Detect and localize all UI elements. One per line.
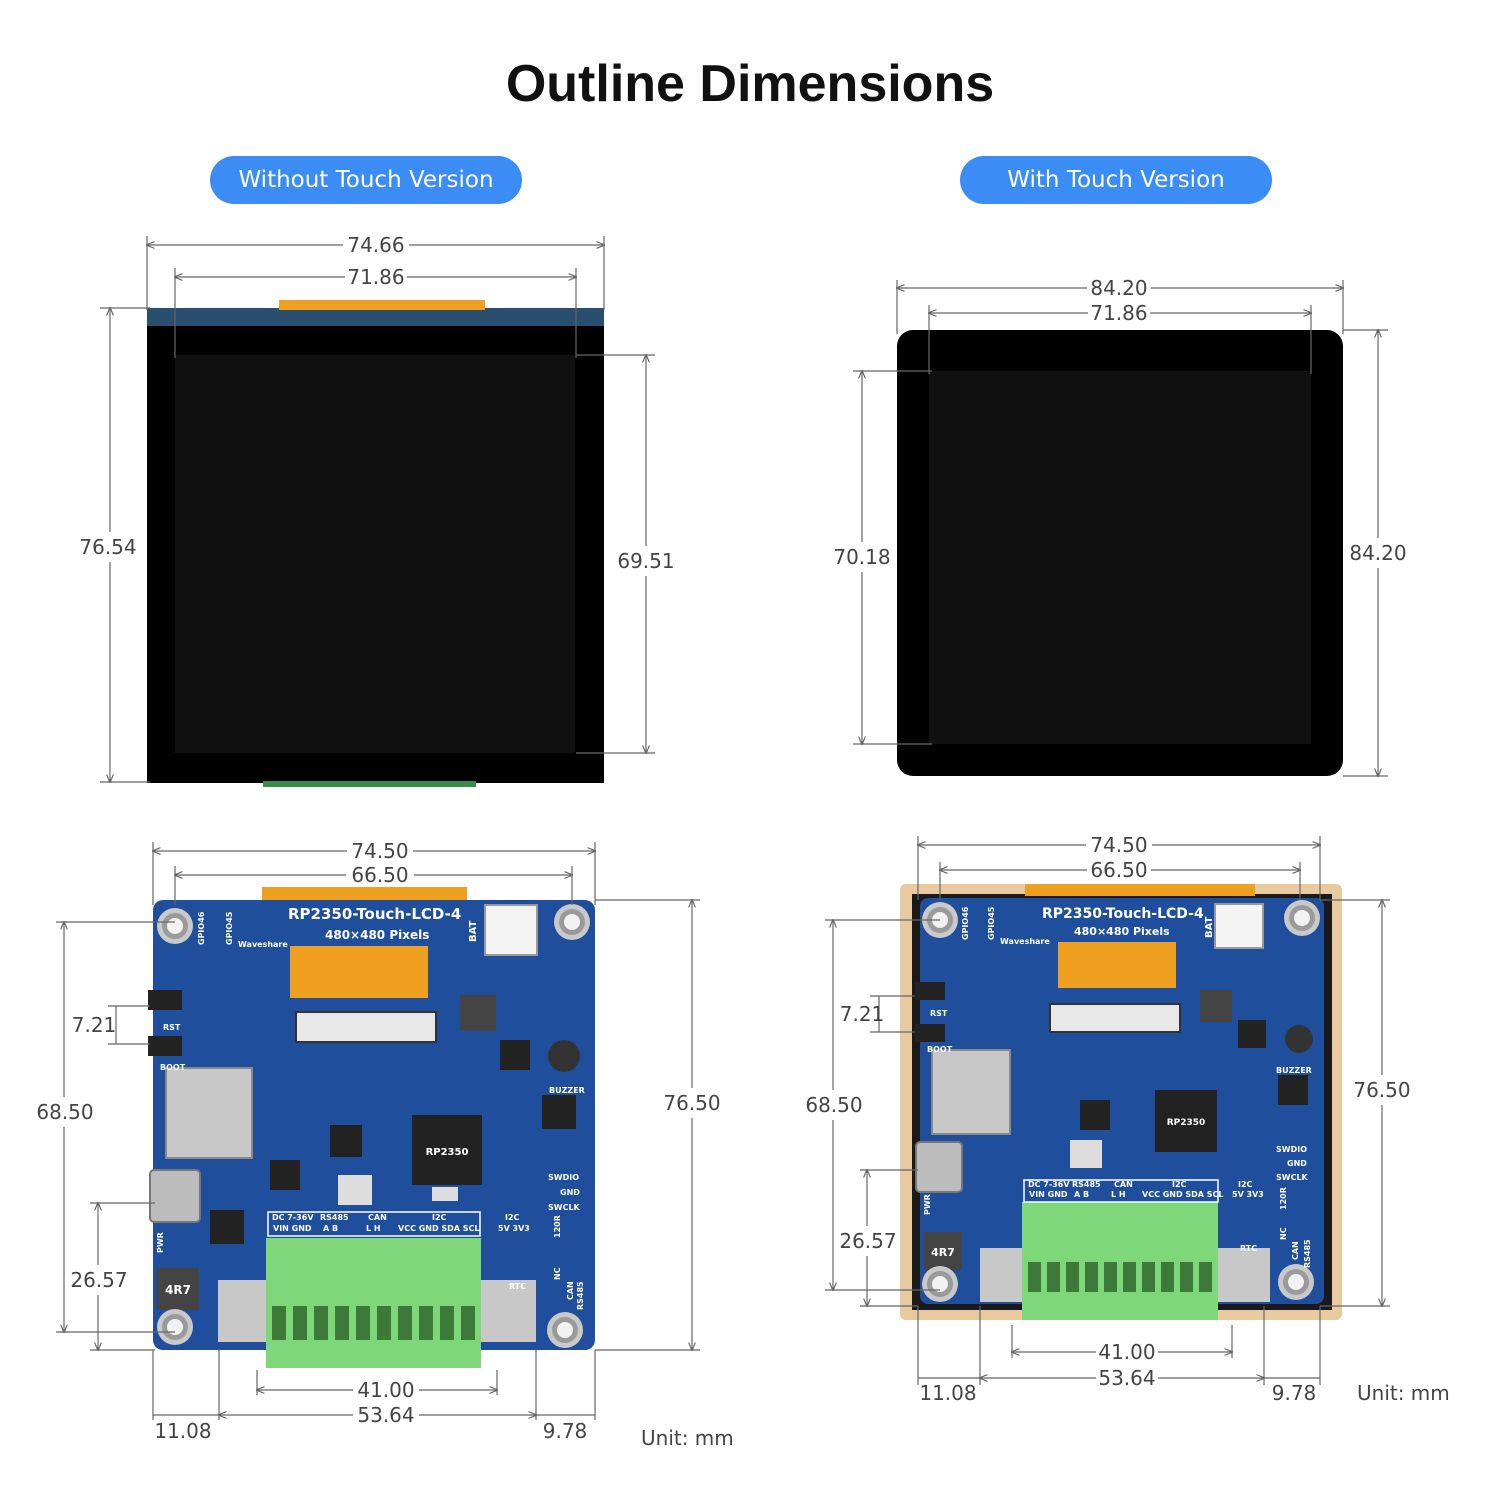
rtc-label: RTC xyxy=(509,1282,526,1291)
dim-buttons: 7.21 xyxy=(72,1013,117,1037)
dim-left-offset: 11.08 xyxy=(154,1419,211,1443)
lh-label: L H xyxy=(1111,1190,1126,1199)
chip-label: RP2350 xyxy=(1167,1118,1206,1128)
pcb-board-without-touch: 4R7 RP2350 RP2350 xyxy=(148,887,595,1368)
fpc-connector xyxy=(279,300,485,310)
dim-holes-width: 53.64 xyxy=(357,1403,414,1427)
gnd-label: GND xyxy=(560,1188,580,1197)
can-label: CAN xyxy=(1114,1180,1133,1189)
ab-label: A B xyxy=(323,1224,338,1233)
board-name: RP2350-Touch-LCD-4 xyxy=(288,905,461,923)
chip-label: RP2350 xyxy=(426,1147,469,1158)
dim-holes-height: 68.50 xyxy=(36,1100,93,1124)
dc-label: DC 7-36V xyxy=(272,1213,314,1222)
unit-label: Unit: mm xyxy=(641,1426,734,1450)
without-touch-label: Without Touch Version xyxy=(210,156,522,204)
dim-right-offset: 9.78 xyxy=(543,1419,588,1443)
dim-board-width: 74.50 xyxy=(351,839,408,863)
i2c2-label: I2C xyxy=(505,1213,520,1222)
with-touch-label: With Touch Version xyxy=(960,156,1272,204)
dim-height-inner: 69.51 xyxy=(617,549,674,573)
rs485-label: RS485 xyxy=(320,1213,349,1222)
rs485-2-label: RS485 xyxy=(1303,1239,1312,1268)
dim-width-outer: 74.66 xyxy=(347,233,404,257)
dim-board-width: 74.50 xyxy=(1090,833,1147,857)
dim-fpc-width: 66.50 xyxy=(351,863,408,887)
board-name: RP2350-Touch-LCD-4 xyxy=(1042,906,1204,922)
buzzer-label: BUZZER xyxy=(549,1086,585,1095)
dim-terminal: 41.00 xyxy=(1098,1340,1155,1364)
dim-usb: 26.57 xyxy=(839,1229,896,1253)
dim-left-offset: 11.08 xyxy=(919,1381,976,1405)
can-label: CAN xyxy=(368,1213,387,1222)
inductor-label: 4R7 xyxy=(165,1283,191,1297)
dim-board-height: 76.50 xyxy=(663,1091,720,1115)
unit-label: Unit: mm xyxy=(1357,1381,1450,1405)
gpio46-label: GPIO46 xyxy=(961,906,970,940)
board-resolution: 480×480 Pixels xyxy=(325,928,429,942)
dim-height-outer: 76.54 xyxy=(79,535,136,559)
gpio45-label: GPIO45 xyxy=(987,906,996,940)
dim-right-offset: 9.78 xyxy=(1272,1381,1317,1405)
r120-label: 120R xyxy=(1279,1187,1288,1210)
pwr-label: PWR xyxy=(923,1194,932,1215)
gpio46-label: GPIO46 xyxy=(197,911,206,945)
swdio-label: SWDIO xyxy=(548,1173,579,1182)
boot-label: BOOT xyxy=(160,1063,186,1072)
nc-label: NC xyxy=(1279,1227,1288,1240)
rs485-2-label: RS485 xyxy=(576,1281,585,1310)
front-without-touch xyxy=(147,300,604,787)
brand-label: Waveshare xyxy=(238,940,288,949)
dc-label: DC 7-36V xyxy=(1028,1180,1070,1189)
swdio-label: SWDIO xyxy=(1276,1145,1307,1154)
dim-width-inner: 71.86 xyxy=(347,265,404,289)
volt-label: 5V 3V3 xyxy=(1232,1190,1264,1199)
page-title: Outline Dimensions xyxy=(505,55,995,113)
rtc-label: RTC xyxy=(1240,1244,1257,1253)
boot-label: BOOT xyxy=(927,1045,953,1054)
swclk-label: SWCLK xyxy=(1276,1173,1309,1182)
rs485-label: RS485 xyxy=(1072,1180,1101,1189)
nc-label: NC xyxy=(553,1267,562,1280)
pcb-board-with-touch: 4R7 RP2350 RP2350-Touch-LCD-4 480×480 Pi… xyxy=(900,884,1342,1320)
dim-board-height: 76.50 xyxy=(1353,1078,1410,1102)
i2c-label: I2C xyxy=(432,1213,447,1222)
rst-label: RST xyxy=(930,1009,948,1018)
dim-terminal: 41.00 xyxy=(357,1378,414,1402)
dim-width-outer: 84.20 xyxy=(1090,276,1147,300)
volt-label: 5V 3V3 xyxy=(498,1224,530,1233)
r120-label: 120R xyxy=(553,1215,562,1238)
dim-buttons: 7.21 xyxy=(840,1002,885,1026)
brand-label: Waveshare xyxy=(1000,937,1050,946)
inductor-label: 4R7 xyxy=(931,1246,955,1259)
dim-usb: 26.57 xyxy=(70,1268,127,1292)
i2c2-label: I2C xyxy=(1238,1180,1253,1189)
pwr-label: PWR xyxy=(156,1232,165,1253)
i2c-label: I2C xyxy=(1172,1180,1187,1189)
dim-height-inner: 70.18 xyxy=(833,545,890,569)
board-resolution: 480×480 Pixels xyxy=(1074,925,1170,938)
dim-width-inner: 71.86 xyxy=(1090,301,1147,325)
vin-gnd-label: VIN GND xyxy=(273,1224,312,1233)
buzzer-label: BUZZER xyxy=(1276,1066,1312,1075)
i2c-pins-label: VCC GND SDA SCL xyxy=(398,1224,480,1233)
can2-label: CAN xyxy=(1291,1241,1300,1260)
i2c-pins-label: VCC GND SDA SCL xyxy=(1142,1190,1224,1199)
swclk-label: SWCLK xyxy=(548,1203,581,1212)
front-with-touch xyxy=(897,330,1343,776)
dim-fpc-width: 66.50 xyxy=(1090,858,1147,882)
ab-label: A B xyxy=(1074,1190,1089,1199)
bat-label: BAT xyxy=(468,920,479,942)
gpio45-label: GPIO45 xyxy=(225,911,234,945)
dim-holes-width: 53.64 xyxy=(1098,1366,1155,1390)
can2-label: CAN xyxy=(566,1281,575,1300)
lh-label: L H xyxy=(366,1224,381,1233)
dim-holes-height: 68.50 xyxy=(805,1093,862,1117)
vin-gnd-label: VIN GND xyxy=(1029,1190,1068,1199)
rst-label: RST xyxy=(163,1023,181,1032)
bat-label: BAT xyxy=(1204,916,1215,938)
dim-height-outer: 84.20 xyxy=(1349,541,1406,565)
gnd-label: GND xyxy=(1287,1159,1307,1168)
